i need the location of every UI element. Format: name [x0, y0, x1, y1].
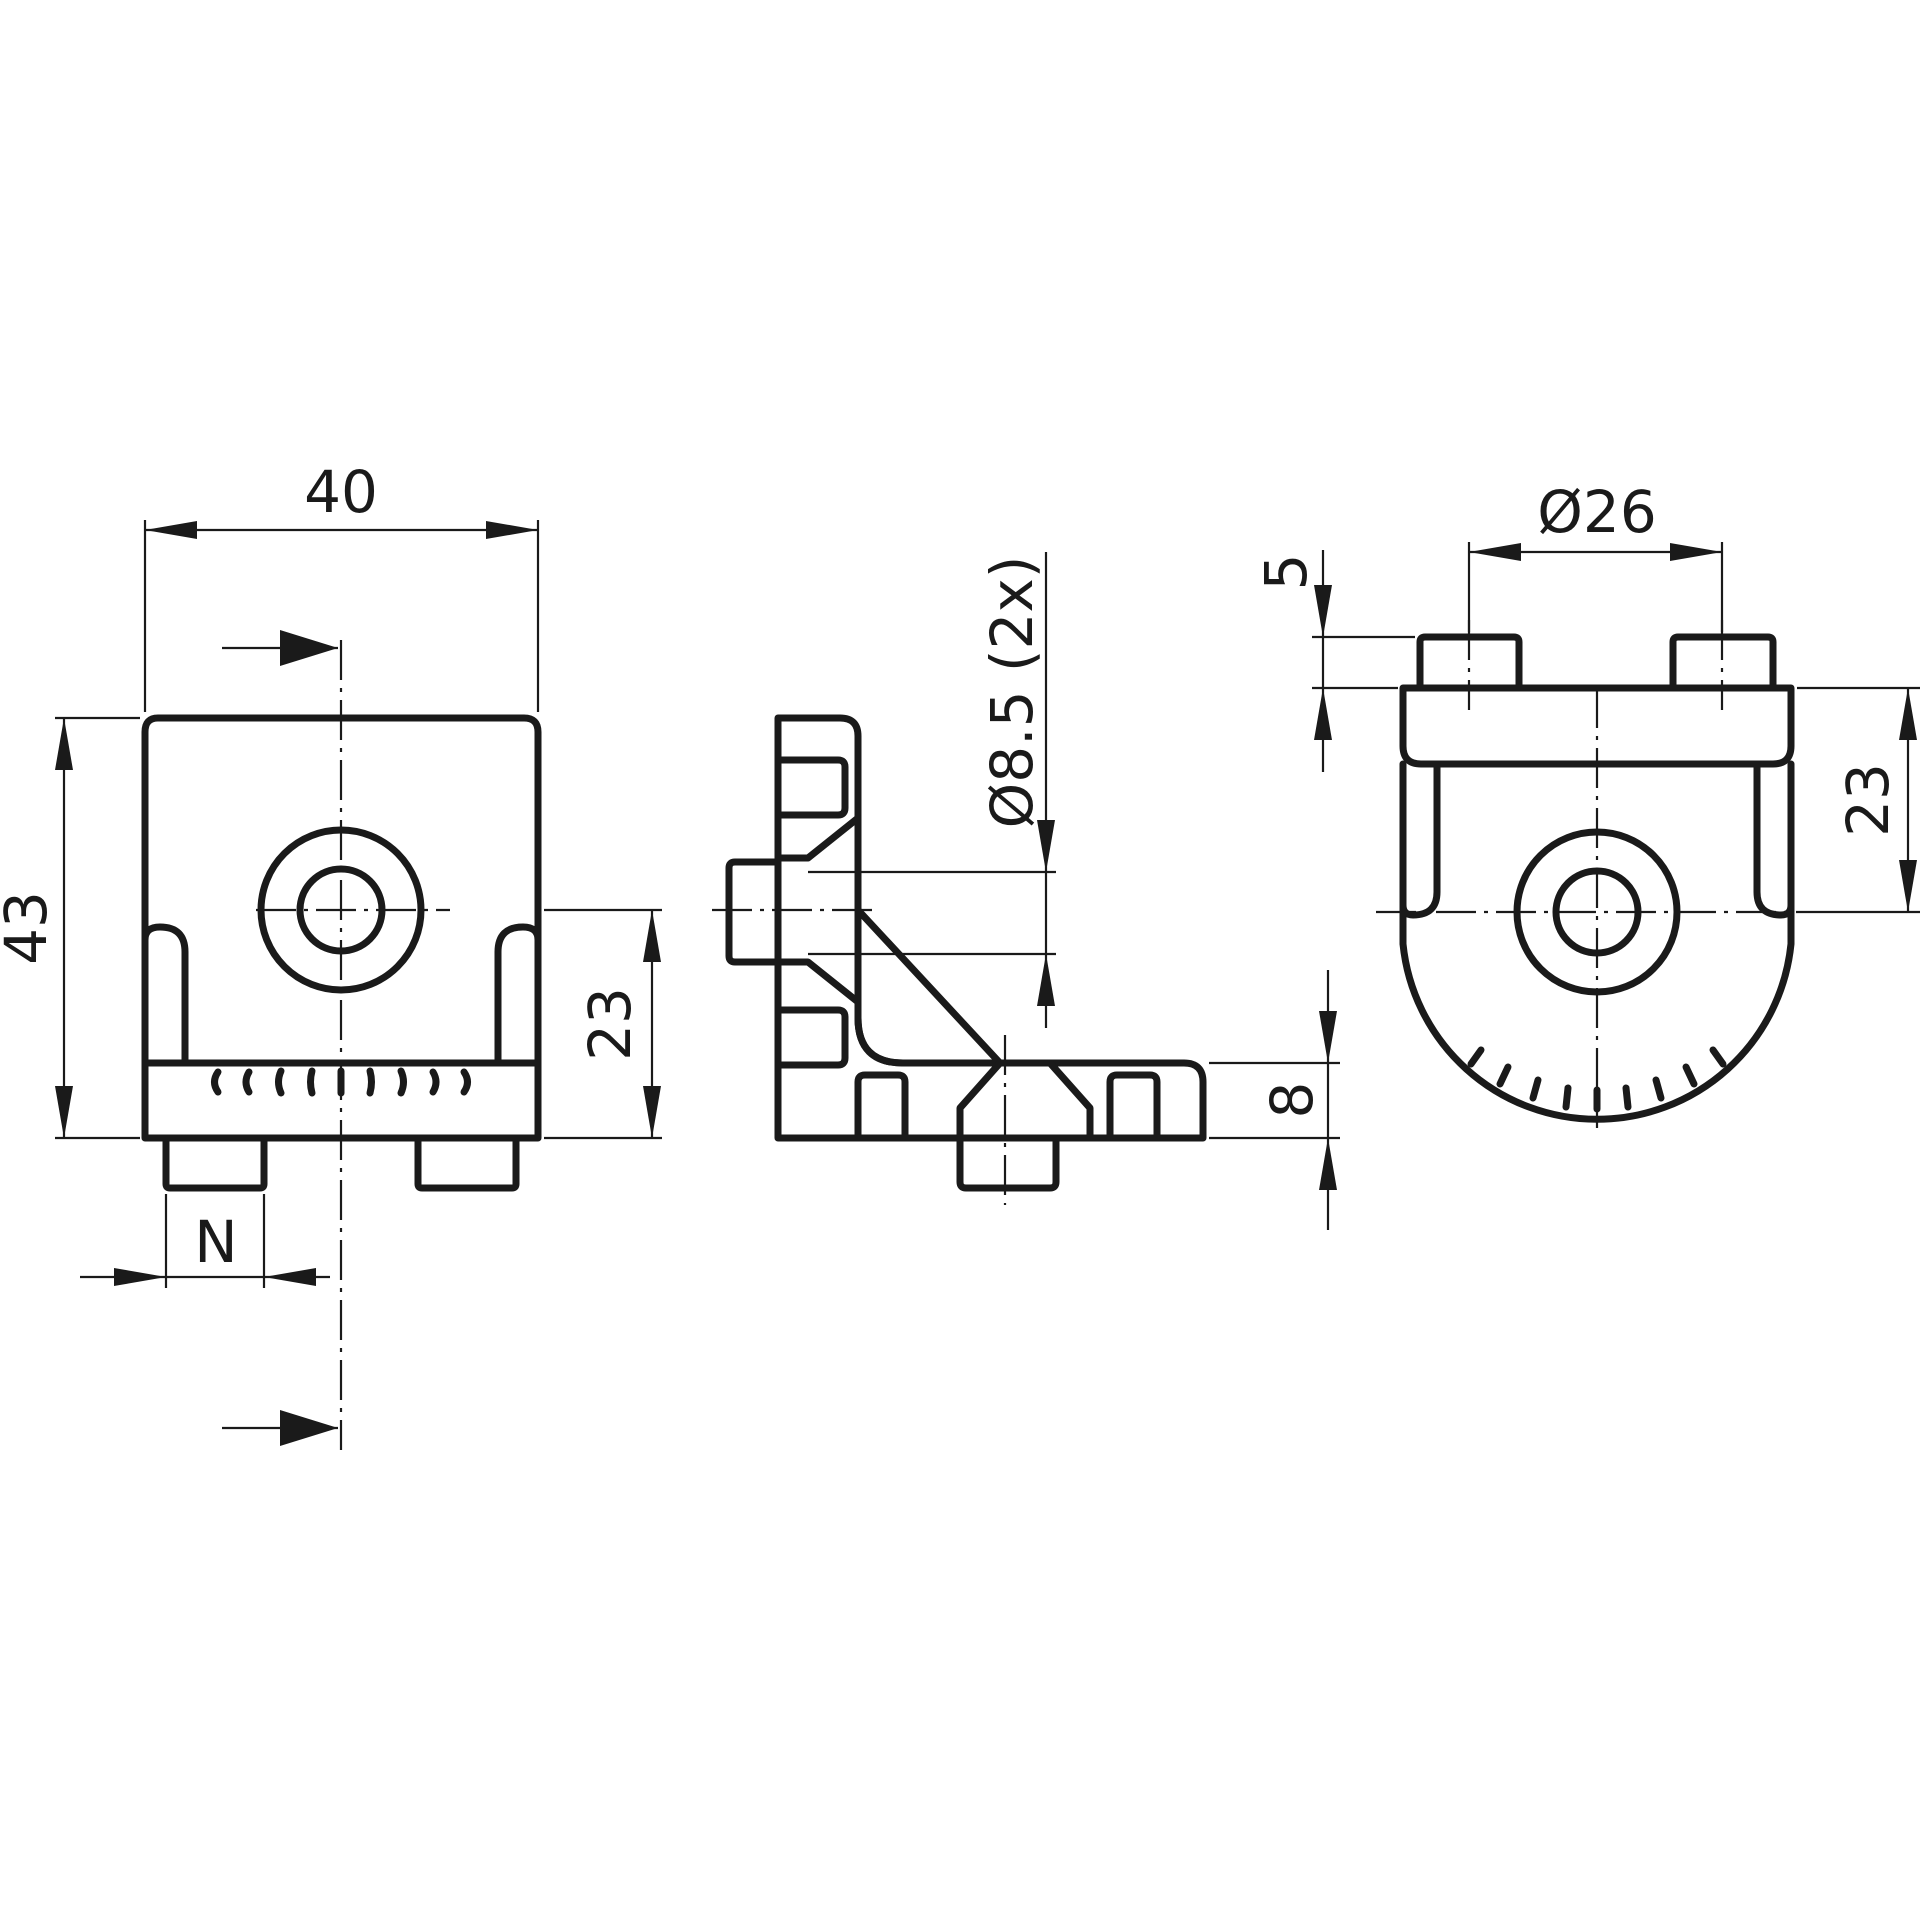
top-bore-label: Ø26 [1537, 478, 1656, 546]
side-thickness-label: 8 [1258, 1082, 1326, 1119]
front-body-outline [141, 714, 542, 1142]
side-pocket-horizontal-right [1106, 1071, 1161, 1142]
front-left-wing [141, 923, 189, 1067]
top-height-label: 23 [1834, 763, 1902, 837]
side-view: Ø8.5 (2x) 8 [712, 552, 1340, 1230]
front-right-wing [494, 923, 542, 1067]
side-rib [854, 906, 1004, 1067]
side-pocket-vertical-bottom [774, 1006, 849, 1069]
dimension-top-height-23: 23 [1797, 686, 1920, 914]
top-boss-height-label: 5 [1252, 554, 1320, 591]
top-view: Ø26 5 23 [1252, 478, 1920, 1128]
side-nut-bottom [956, 1134, 1060, 1192]
front-width-label: 40 [304, 458, 378, 526]
top-right-wing [1753, 760, 1795, 919]
dimension-slot-n: N [80, 1194, 330, 1288]
front-view: 40 43 23 [0, 458, 662, 1450]
side-nut-left [725, 858, 782, 966]
front-slot-nut-left [162, 1134, 268, 1192]
side-pocket-horizontal-left [854, 1071, 909, 1142]
side-counterbore-horizontal [956, 1059, 1094, 1142]
dimension-height-43: 43 [0, 716, 140, 1140]
side-pocket-vertical-top [774, 756, 849, 819]
section-marker-bottom [222, 1410, 338, 1446]
front-slot-label: N [194, 1208, 237, 1276]
top-left-wing [1399, 760, 1441, 919]
section-marker-top [222, 630, 338, 666]
dimension-hole-height-23: 23 [544, 908, 662, 1140]
dimension-hole-diameter: Ø8.5 (2x) [808, 552, 1056, 1028]
top-plate [1399, 684, 1795, 768]
dimension-bore-diameter: Ø26 [1467, 478, 1724, 632]
side-hole-label: Ø8.5 (2x) [978, 556, 1046, 829]
front-slot-nut-right [414, 1134, 520, 1192]
front-hole-height-label: 23 [576, 987, 644, 1061]
front-serrations [211, 1067, 471, 1097]
dimension-width-40: 40 [143, 458, 540, 712]
front-height-label: 43 [0, 891, 60, 965]
dimension-thickness-8: 8 [1209, 970, 1340, 1230]
dimension-boss-height-5: 5 [1252, 550, 1415, 772]
